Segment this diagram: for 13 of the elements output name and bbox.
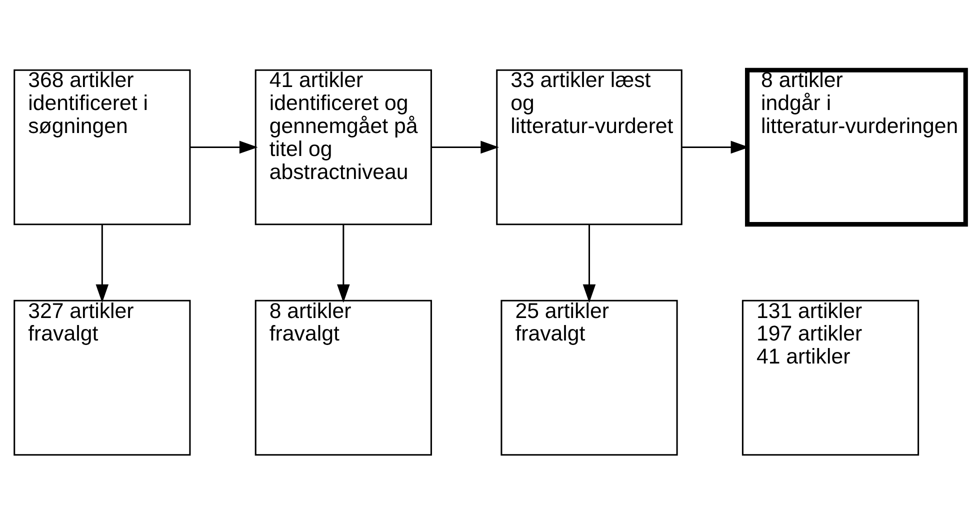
arrow xyxy=(582,224,596,303)
arrow xyxy=(337,224,350,303)
arrow xyxy=(431,140,499,154)
node-box: 33 artikler læst og litteratur-vurderet xyxy=(496,69,682,226)
node-box: 131 artikler 197 artikler 41 artikler xyxy=(742,300,920,456)
node-box: 41 artikler identificeret og gennemgået på titel og abstractniveau xyxy=(254,69,432,226)
node-box: 8 artikler indgår i litteratur-vurderingen xyxy=(745,68,968,227)
node-box: 327 artikler fravalgt xyxy=(14,300,191,456)
node-box: 368 artikler identificeret i søgningen xyxy=(14,69,191,226)
node-box: 8 artikler fravalgt xyxy=(254,300,432,456)
node-box: 25 artikler fravalgt xyxy=(500,300,678,456)
arrow xyxy=(96,224,109,303)
arrow xyxy=(190,140,258,154)
